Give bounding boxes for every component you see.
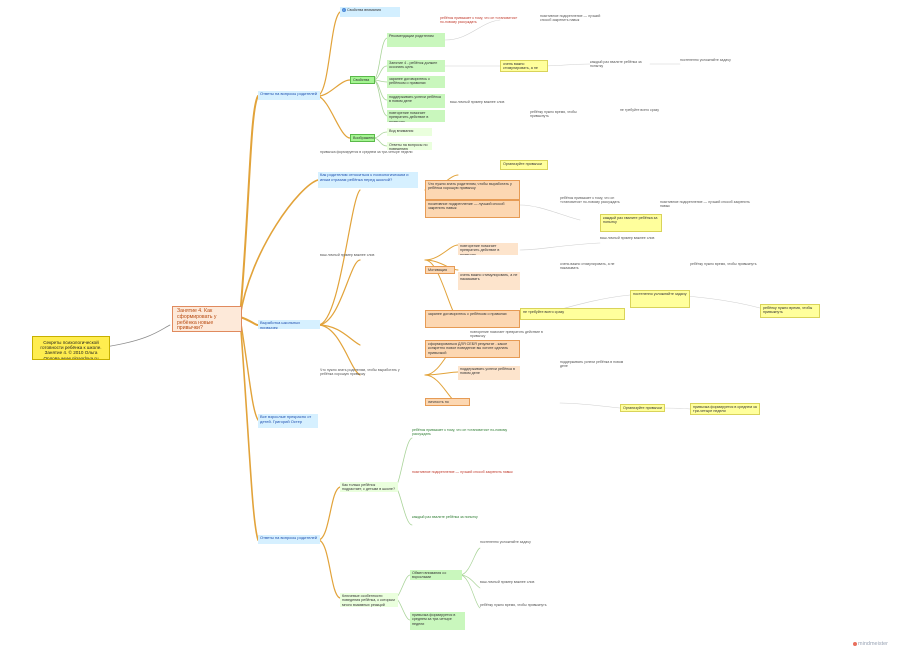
central-topic[interactable]: Занятие 4. Как сформировать у ребёнка но… (172, 306, 242, 332)
habit-topic-2[interactable]: позитивное подкрепление — лучший способ … (425, 200, 520, 218)
question-text-left: Что нужно знать родителям, чтобы выработ… (320, 368, 400, 377)
info-icon: i (342, 8, 346, 13)
habit-note-7[interactable]: привычка формируется в среднем за три-че… (690, 403, 760, 415)
right-text-5: очень важно стимулировать, а не наказыва… (560, 262, 615, 271)
rule-card-1[interactable]: Рекомендации родителям (387, 33, 445, 47)
watermark-text: mindmeister (858, 641, 888, 647)
rule-card-4[interactable]: поддерживать успехи ребёнка в новом деле (387, 94, 445, 108)
branch-answers-parents-top[interactable]: Ответы на вопросы родителей (258, 91, 320, 100)
habit-note-1[interactable]: Организуйте привычки (500, 160, 548, 170)
root-topic[interactable]: Секреты психологической готовности ребён… (32, 336, 110, 360)
watermark: mindmeister (853, 641, 888, 647)
detail-text-1: ребёнок привыкает к тому, что он «станов… (440, 16, 518, 25)
right-text-6: повторение помогает превратить действие … (470, 330, 543, 339)
branch-parent-question[interactable]: Как родителям относиться к психологическ… (318, 172, 418, 188)
topic-imagination[interactable]: Воображение (350, 134, 375, 142)
habit-note-5[interactable]: ребёнку нужно время, чтобы привыкнуть (760, 304, 820, 318)
rule-card-6[interactable]: Вид внимания (387, 128, 432, 136)
habit-note-3[interactable]: постепенно усложняйте задачу (630, 290, 690, 308)
rule-card-2[interactable]: Занятие 4 - ребёнок должен осознать цель (387, 60, 445, 72)
habit-topic-6[interactable]: сформироваться ДЛЯ СЕБЯ результат - како… (425, 340, 520, 358)
bottom-text-4: постепенно усложняйте задачу (480, 540, 531, 544)
detail-text-4: постепенно усложняйте задачу (680, 58, 731, 62)
bottom-sub-1[interactable]: Обмен внимания со взрослыми (410, 570, 462, 580)
left-text-block-2: ваш личный пример важнее слов (320, 253, 375, 257)
branch-answers-parents-bottom[interactable]: Ответы на вопросы родителей (258, 535, 320, 544)
rule-card-7[interactable]: Ответы на вопросы по поведению (387, 142, 432, 150)
bottom-text-2: позитивное подкрепление — лучший способ … (412, 470, 513, 474)
rule-card-5[interactable]: повторение помогает превратить действие … (387, 110, 445, 122)
rule-card-3[interactable]: заранее договоритесь с ребёнком о правил… (387, 76, 445, 88)
right-text-3: ваш личный пример важнее слов (600, 236, 655, 240)
detail-text-3: каждый раз хвалите ребёнка за попытку (590, 60, 642, 69)
detail-text-5: ваш личный пример важнее слов (450, 100, 505, 104)
right-text-2: позитивное подкрепление — лучший способ … (660, 200, 750, 209)
topic-attention[interactable]: Свойства внимания (350, 76, 375, 84)
bottom-sub-2[interactable]: привычка формируется в среднем за три-че… (410, 612, 465, 630)
right-text-1: ребёнок привыкает к тому, что он «станов… (560, 196, 620, 205)
habit-topic-4[interactable]: очень важно стимулировать, а не наказыва… (458, 272, 520, 290)
branch-develop-habits[interactable]: Выработка школьных привычек (258, 320, 320, 329)
left-text-block: привычка формируется в среднем за три-че… (320, 150, 413, 154)
habit-topic-7[interactable]: поддерживать успехи ребёнка в новом деле (458, 366, 520, 380)
habit-topic-1[interactable]: Что нужно знать родителям, чтобы выработ… (425, 180, 520, 200)
habit-topic-8[interactable]: личность по поведению (425, 398, 470, 406)
detail-text-7: не требуйте всего сразу (620, 108, 659, 112)
mindmeister-logo-icon (853, 641, 858, 646)
detail-text-6: ребёнку нужно время, чтобы привыкнуть (530, 110, 577, 119)
bottom-topic-2[interactable]: Ключевые особенности поведения ребёнка, … (340, 593, 398, 607)
bottom-topic-1[interactable]: Как только ребёнок подрастает, с детьми … (340, 482, 398, 492)
habit-topic-3[interactable]: повторение помогает превратить действие … (458, 243, 518, 255)
habit-note-6[interactable]: Организуйте привычки (620, 404, 665, 412)
right-text-7: поддерживать успехи ребёнка в новом деле (560, 360, 624, 369)
topic-label: Свойства внимания (347, 8, 381, 12)
branch-adult-questions[interactable]: Все взрослые прекрасно от детей. Григори… (258, 414, 318, 428)
bottom-text-5: ваш личный пример важнее слов (480, 580, 535, 584)
right-text-4: ребёнку нужно время, чтобы привыкнуть (690, 262, 757, 266)
habit-note-2[interactable]: каждый раз хвалите ребёнка за попытку (600, 214, 662, 232)
habit-topic-motivation[interactable]: Мотивация (425, 266, 455, 274)
detail-highlight-1[interactable]: очень важно стимулировать, а не наказыва… (500, 60, 548, 72)
detail-text-2: позитивное подкрепление — лучший способ … (540, 14, 601, 23)
bottom-text-1: ребёнок привыкает к тому, что он «станов… (412, 428, 508, 437)
bottom-text-6: ребёнку нужно время, чтобы привыкнуть (480, 603, 547, 607)
habit-topic-5[interactable]: заранее договоритесь с ребёнком о правил… (425, 310, 520, 328)
habit-note-4[interactable]: не требуйте всего сразу (520, 308, 625, 320)
bottom-text-3: каждый раз хвалите ребёнка за попытку (412, 515, 478, 519)
